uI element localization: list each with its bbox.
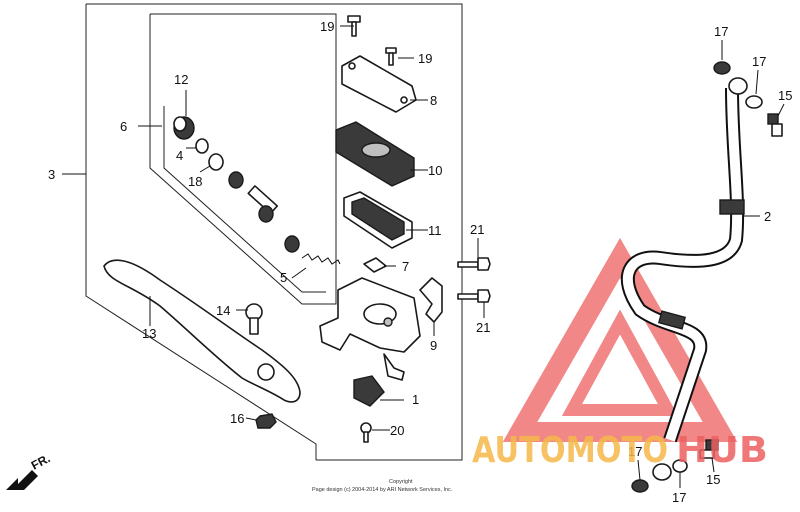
inner-frame — [149, 13, 337, 305]
callout-12: 12 — [174, 72, 188, 87]
callout-11: 11 — [428, 223, 442, 238]
washer-18 — [208, 153, 224, 171]
callout-5: 5 — [280, 270, 287, 285]
brake-hose-2 — [621, 87, 745, 443]
watermark-text-hub: HUB — [676, 430, 768, 471]
callout-21-upper: 21 — [470, 222, 484, 237]
callout-8: 8 — [430, 93, 437, 108]
screw-20 — [360, 422, 372, 443]
watermark-logo — [502, 237, 738, 442]
assembly-frame-outer — [85, 4, 317, 460]
callout-15-bottom: 15 — [706, 472, 720, 487]
leader-lines — [62, 25, 785, 488]
callout-21-lower: 21 — [476, 320, 490, 335]
screw-19-mid — [385, 47, 397, 66]
callout-3: 3 — [48, 167, 55, 182]
callout-18: 18 — [188, 174, 202, 189]
callout-1: 1 — [412, 392, 419, 407]
screw-19-top — [347, 15, 361, 37]
callout-labels: 1 2 3 4 5 6 7 8 9 10 11 12 13 14 15 15 1… — [48, 19, 792, 505]
callout-16: 16 — [230, 411, 244, 426]
assembly-frame-right — [86, 3, 463, 461]
callout-9: 9 — [430, 338, 437, 353]
bolt-15-bottom — [699, 439, 719, 459]
clip-7 — [363, 257, 387, 273]
watermark-text: AUTOMOTO HUB — [472, 430, 768, 471]
callout-6: 6 — [120, 119, 127, 134]
callout-17-top-right: 17 — [752, 54, 766, 69]
callout-17-top-left: 17 — [714, 24, 728, 39]
callout-10: 10 — [428, 163, 442, 178]
bolt-21-upper — [457, 257, 491, 271]
frame-6 — [163, 106, 326, 293]
pivot-bolt-14 — [245, 303, 263, 335]
callout-13: 13 — [142, 326, 156, 341]
callout-19-mid: 19 — [418, 51, 432, 66]
front-arrow-icon — [6, 470, 38, 490]
watermark-text-auto-moto: AUTOMOTO — [472, 430, 668, 471]
pivot-nut-16 — [255, 413, 277, 429]
copyright-line-1: Copyright — [389, 479, 413, 485]
piston-set — [228, 171, 300, 253]
callout-15-top: 15 — [778, 88, 792, 103]
reservoir-cap-8 — [341, 55, 417, 113]
callout-17-bottom-right: 17 — [672, 490, 686, 505]
callout-14: 14 — [216, 303, 230, 318]
washer-17-top-left — [713, 61, 731, 75]
brake-switch-1 — [353, 375, 385, 407]
diaphragm-plate-10 — [335, 121, 415, 187]
piston-boot-12 — [173, 116, 195, 140]
callout-17-bottom-left: 17 — [628, 444, 642, 459]
brake-lever-13 — [103, 259, 301, 403]
washer-17-bottom-left — [631, 479, 649, 493]
diaphragm-11 — [343, 191, 413, 249]
bolt-15-top — [767, 113, 783, 137]
copyright-line-2: Page design (c) 2004-2014 by ARI Network… — [312, 487, 453, 493]
callout-7: 7 — [402, 259, 409, 274]
washer-17-top-right — [745, 95, 763, 109]
front-direction-label: FR. — [29, 451, 53, 472]
holder-9 — [419, 277, 443, 323]
master-cylinder-body — [319, 277, 421, 381]
circlip-4 — [195, 138, 209, 154]
callout-4: 4 — [176, 148, 183, 163]
banjo-fitting-bottom — [652, 463, 672, 481]
banjo-fitting-top — [728, 77, 748, 95]
callout-2: 2 — [764, 209, 771, 224]
callout-19-top: 19 — [320, 19, 334, 34]
callout-20: 20 — [390, 423, 404, 438]
bolt-21-lower — [457, 289, 491, 303]
spring-5 — [301, 253, 341, 265]
